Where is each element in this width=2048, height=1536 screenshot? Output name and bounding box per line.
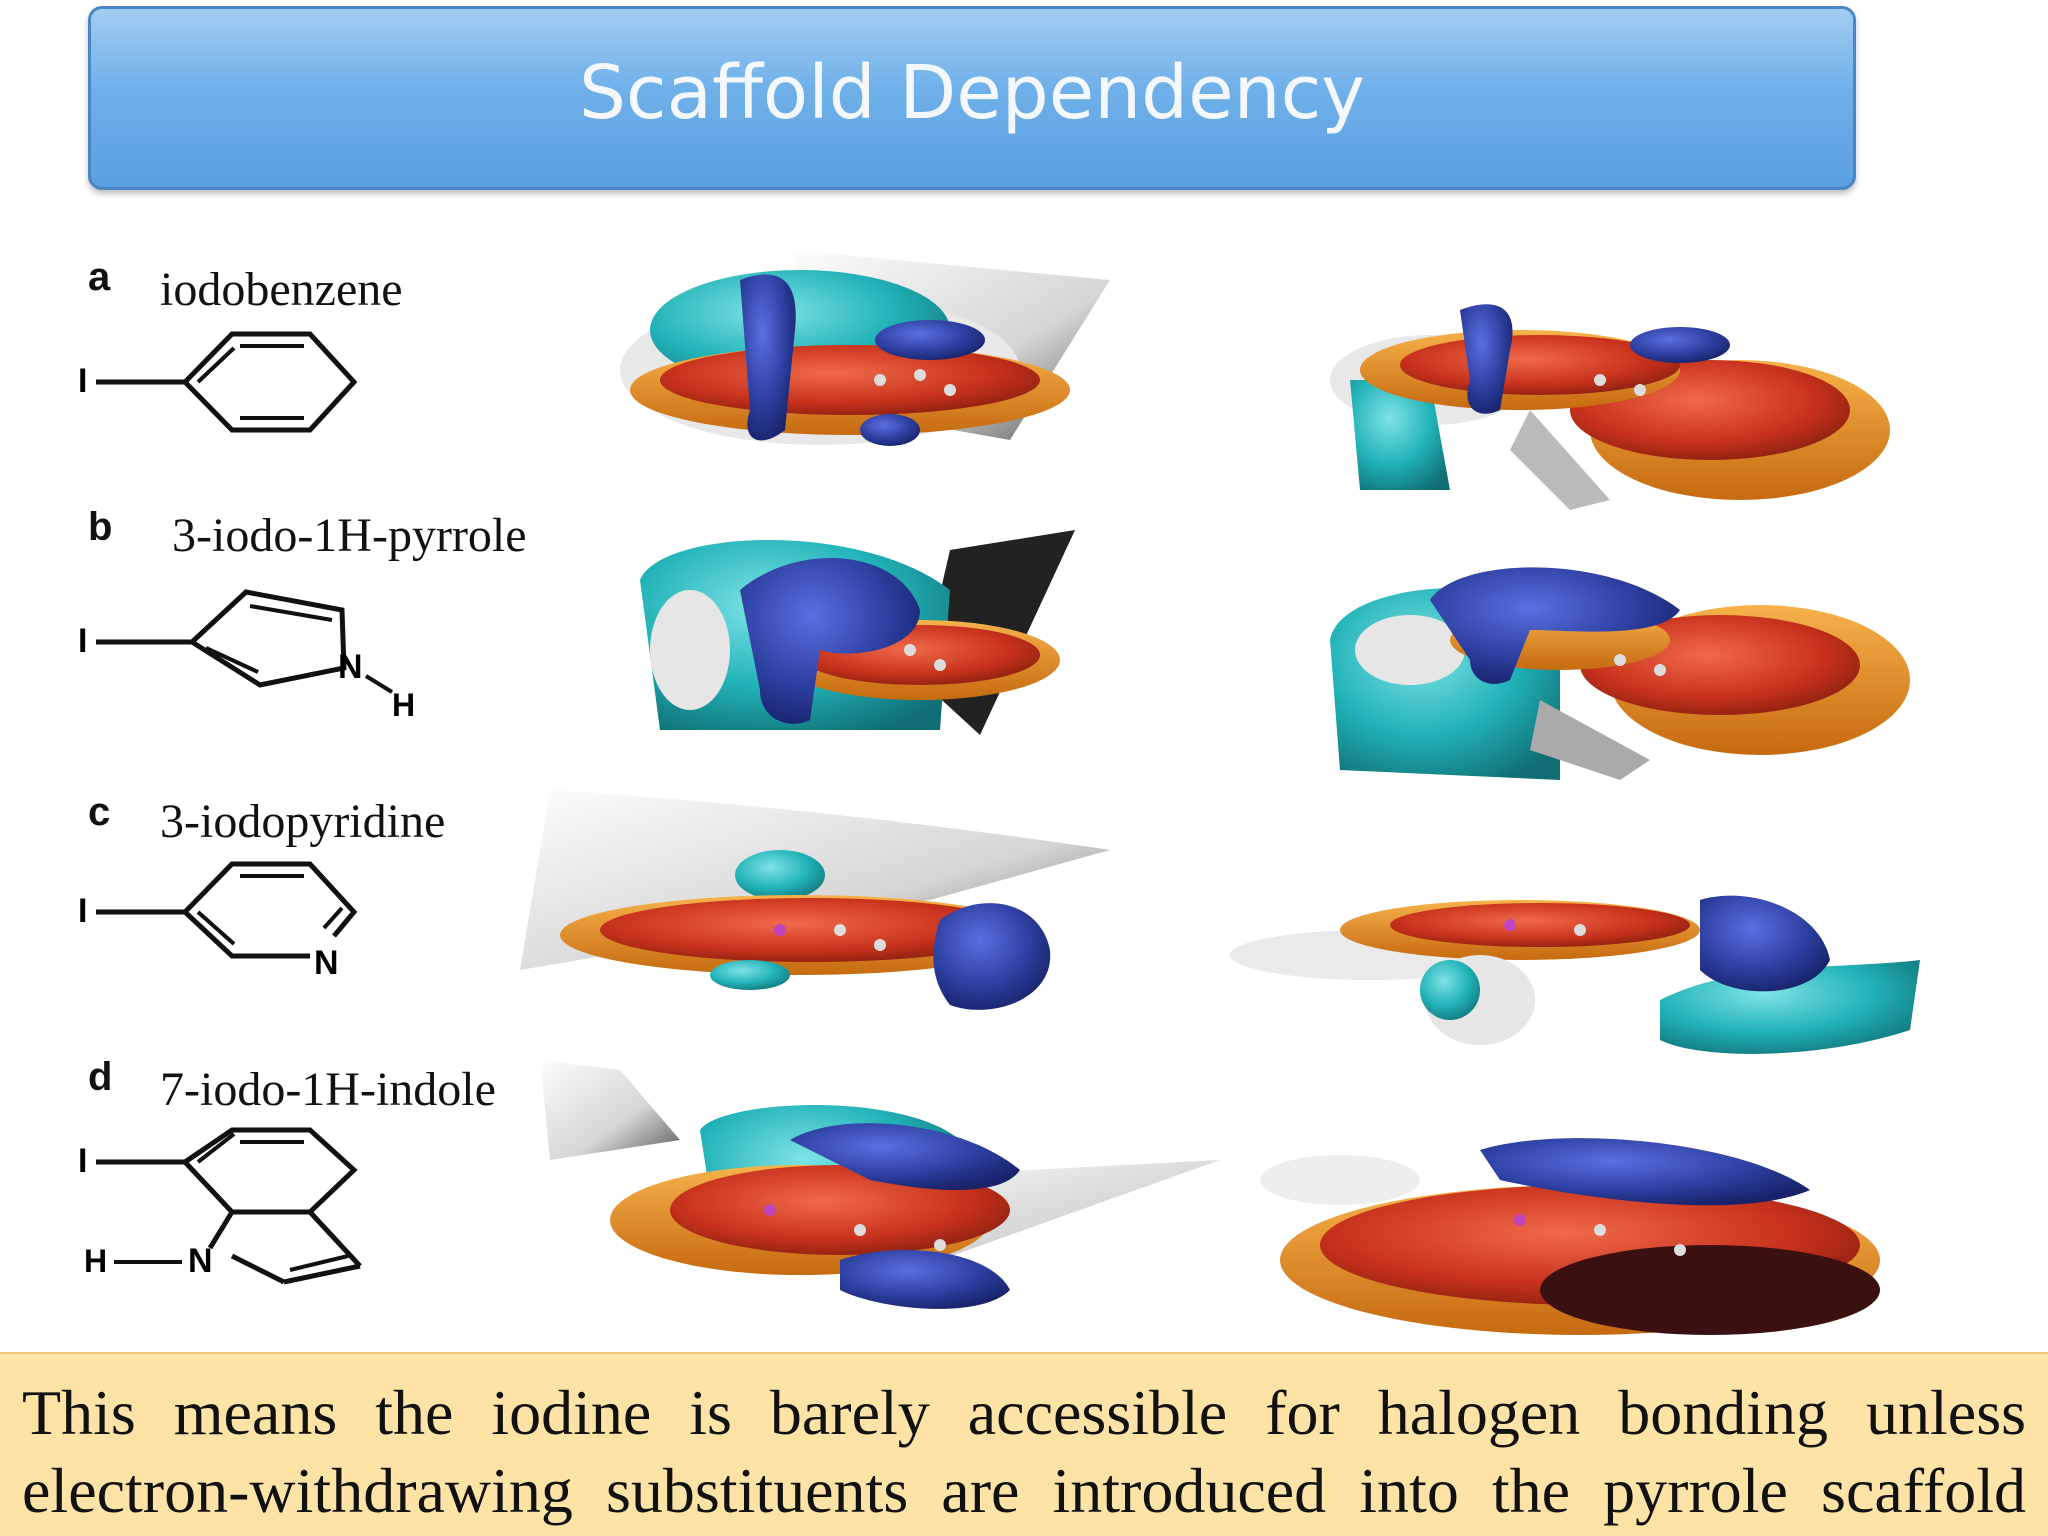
row-letter: d: [88, 1055, 113, 1099]
pyrrole-structure: I N H: [78, 589, 415, 723]
orbital-view-a2: [1330, 304, 1890, 510]
orbital-view-d1: [540, 1060, 1220, 1309]
caption-text: This means the iodine is barely accessib…: [22, 1377, 2026, 1526]
iodobenzene-structure: I: [78, 331, 358, 433]
iodine-label: I: [78, 1142, 87, 1180]
compound-name: 7-iodo-1H-indole: [160, 1063, 496, 1116]
orbital-view-a1: [620, 250, 1110, 446]
row-letter: c: [88, 790, 111, 834]
caption-box: This means the iodine is barely accessib…: [0, 1352, 2048, 1536]
compound-name: 3-iodopyridine: [160, 795, 446, 848]
pyridine-structure: I N: [78, 861, 358, 980]
nitrogen-label: N: [314, 944, 339, 980]
indole-structure: I H N: [78, 1127, 362, 1285]
row-letter: a: [88, 255, 111, 299]
orbital-view-c1: [520, 790, 1110, 1010]
title-bar: Scaffold Dependency: [88, 6, 1856, 190]
iodine-label: I: [78, 622, 87, 660]
nitrogen-label: N: [338, 648, 363, 686]
row-letter: b: [88, 505, 113, 549]
nitrogen-label: N: [188, 1242, 213, 1280]
compound-name: iodobenzene: [160, 263, 403, 316]
orbital-view-b1: [640, 530, 1075, 735]
orbital-view-b2: [1330, 567, 1910, 780]
compound-name: 3-iodo-1H-pyrrole: [172, 509, 527, 562]
orbital-view-d2: [1260, 1138, 1880, 1335]
hydrogen-label: H: [84, 1243, 107, 1279]
slide-title: Scaffold Dependency: [578, 50, 1366, 136]
hydrogen-label: H: [392, 687, 415, 723]
iodine-label: I: [78, 892, 87, 930]
iodine-label: I: [78, 362, 87, 400]
orbital-view-c2: [1230, 895, 1920, 1054]
